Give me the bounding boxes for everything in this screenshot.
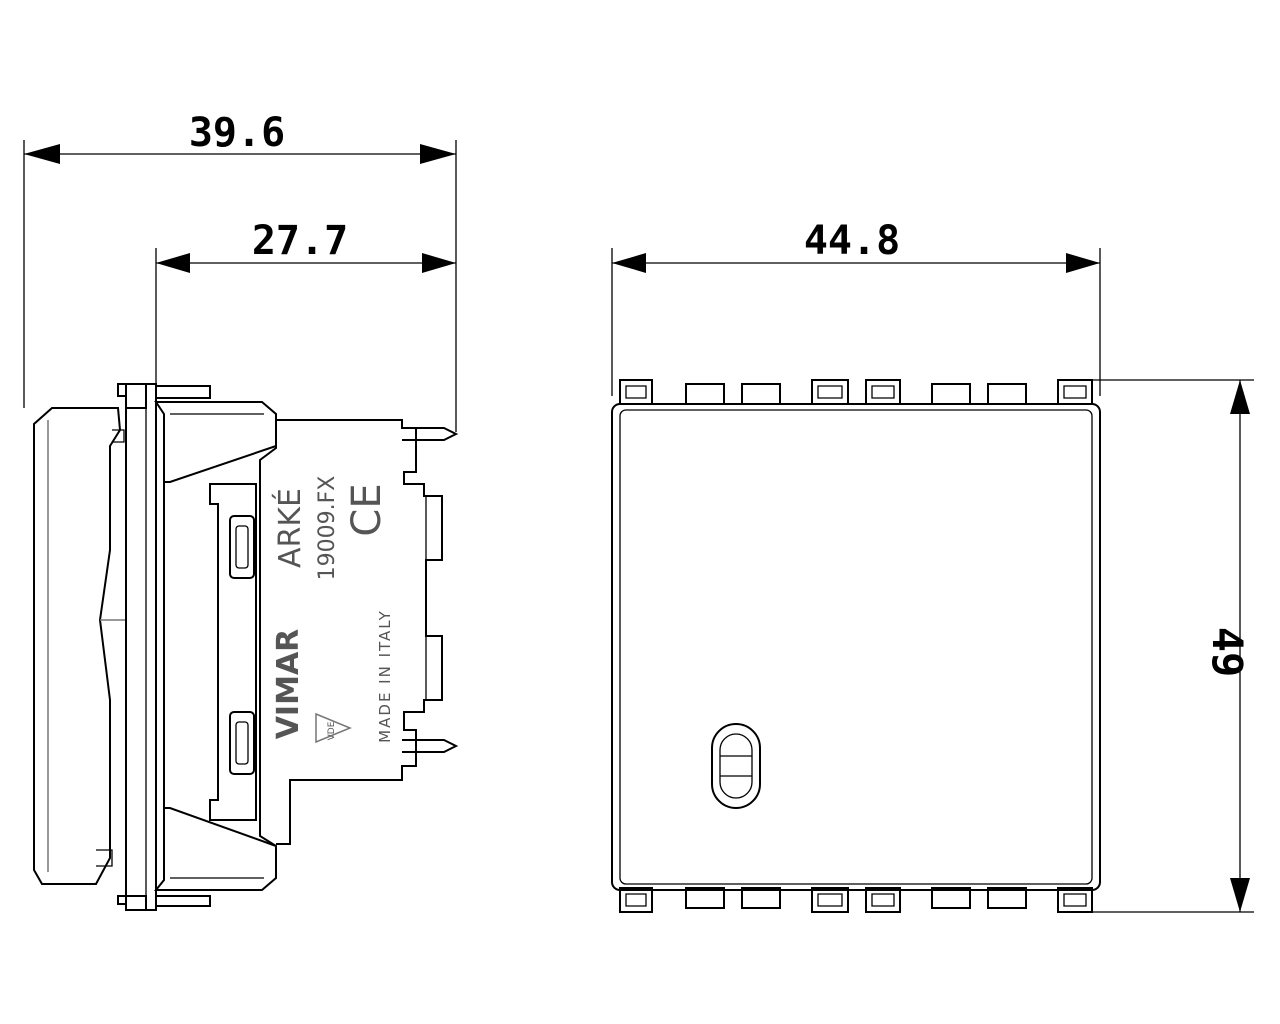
front-view xyxy=(611,379,1101,913)
marking-origin: MADE IN ITALY xyxy=(376,609,394,743)
dimension-overall-depth: 39.6 xyxy=(23,110,457,432)
svg-text:VDE: VDE xyxy=(327,721,337,740)
device-body xyxy=(155,406,277,890)
body-lower-wedge xyxy=(153,807,277,891)
rocker-key xyxy=(33,407,122,885)
vde-approval-icon: VDE xyxy=(315,712,352,744)
rocker-key-front xyxy=(611,403,1101,891)
terminal-pin-top xyxy=(402,427,459,441)
dimension-height: 49 xyxy=(1090,379,1254,913)
dimension-label-height: 49 xyxy=(1203,627,1252,678)
dimension-body-depth: 27.7 xyxy=(155,218,456,384)
mounting-frame xyxy=(125,383,157,911)
top-clips xyxy=(619,379,1093,405)
terminal-pin-bottom xyxy=(402,739,459,753)
marking-conformity: CE xyxy=(344,483,390,536)
terminal-block xyxy=(276,419,443,845)
indicator-lens-icon xyxy=(711,723,761,809)
marking-series: ARKÉ xyxy=(272,488,308,568)
bottom-clips xyxy=(619,887,1093,913)
dimension-label-body-depth: 27.7 xyxy=(252,218,348,264)
dimension-label-overall-depth: 39.6 xyxy=(189,110,285,156)
marking-code: 19009.FX xyxy=(315,476,340,581)
side-view: ARKÉ 19009.FX CE VIMAR MADE IN ITALY VDE xyxy=(33,383,459,911)
dimension-width: 44.8 xyxy=(611,218,1101,396)
body-upper-wedge xyxy=(154,401,277,483)
dimension-label-width: 44.8 xyxy=(804,218,900,264)
marking-brand: VIMAR xyxy=(271,629,306,740)
